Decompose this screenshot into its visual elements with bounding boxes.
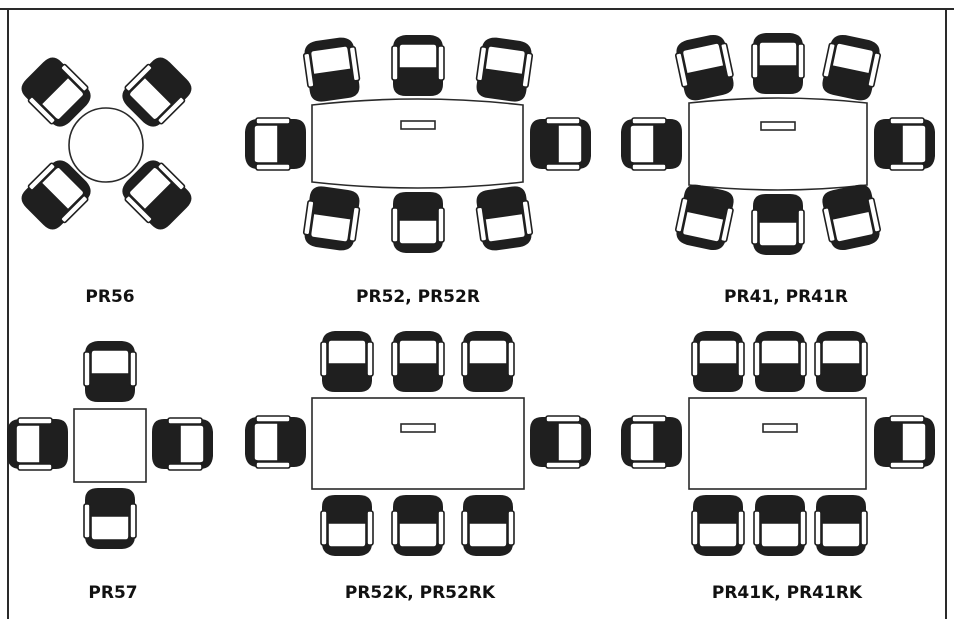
chair — [620, 117, 683, 171]
rectangular-table — [311, 397, 525, 490]
cable-port — [762, 423, 798, 433]
chair — [301, 34, 363, 105]
cable-port — [400, 120, 436, 130]
chair — [320, 330, 374, 393]
square-table — [73, 408, 147, 483]
layout-label: PR52, PR52R — [356, 287, 480, 307]
chair — [753, 494, 807, 557]
chair — [391, 330, 445, 393]
chair — [672, 181, 738, 254]
chair — [529, 415, 592, 469]
chair — [691, 494, 745, 557]
chair — [814, 494, 868, 557]
chair — [473, 183, 535, 254]
chair — [620, 415, 683, 469]
chair — [391, 494, 445, 557]
chair — [753, 330, 807, 393]
chair — [818, 181, 884, 254]
chair — [873, 117, 936, 171]
chair — [529, 117, 592, 171]
layout-pr52: PR52, PR52R — [244, 34, 592, 307]
chair — [83, 340, 137, 403]
chair — [244, 415, 307, 469]
barrel-table — [688, 97, 868, 191]
layout-label: PR56 — [85, 287, 134, 307]
chair — [672, 31, 738, 104]
cable-port — [400, 423, 436, 433]
chair — [391, 191, 445, 254]
layout-label: PR41, PR41R — [724, 287, 848, 307]
chair — [301, 183, 363, 254]
chair — [818, 31, 884, 104]
cable-port — [760, 121, 796, 131]
chair — [461, 494, 515, 557]
chair — [391, 34, 445, 97]
chair — [751, 193, 805, 256]
layout-pr52k: PR52K, PR52RK — [244, 330, 592, 603]
layout-pr56: PR56 — [15, 51, 198, 307]
chair — [461, 330, 515, 393]
layout-pr41k: PR41K, PR41RK — [620, 330, 936, 603]
rectangular-table — [688, 397, 867, 490]
chair — [6, 417, 69, 471]
chair — [473, 34, 535, 105]
chair — [151, 417, 214, 471]
layout-pr41: PR41, PR41R — [620, 31, 936, 307]
layout-label: PR52K, PR52RK — [345, 583, 496, 603]
round-table — [68, 107, 144, 183]
chair — [873, 415, 936, 469]
layout-pr57: PR57 — [6, 340, 214, 603]
chair — [691, 330, 745, 393]
chair — [83, 487, 137, 550]
chair — [320, 494, 374, 557]
barrel-table — [311, 98, 524, 189]
layout-label: PR41K, PR41RK — [712, 583, 863, 603]
chair — [814, 330, 868, 393]
chair — [244, 117, 307, 171]
layout-label: PR57 — [88, 583, 137, 603]
chair — [751, 32, 805, 95]
